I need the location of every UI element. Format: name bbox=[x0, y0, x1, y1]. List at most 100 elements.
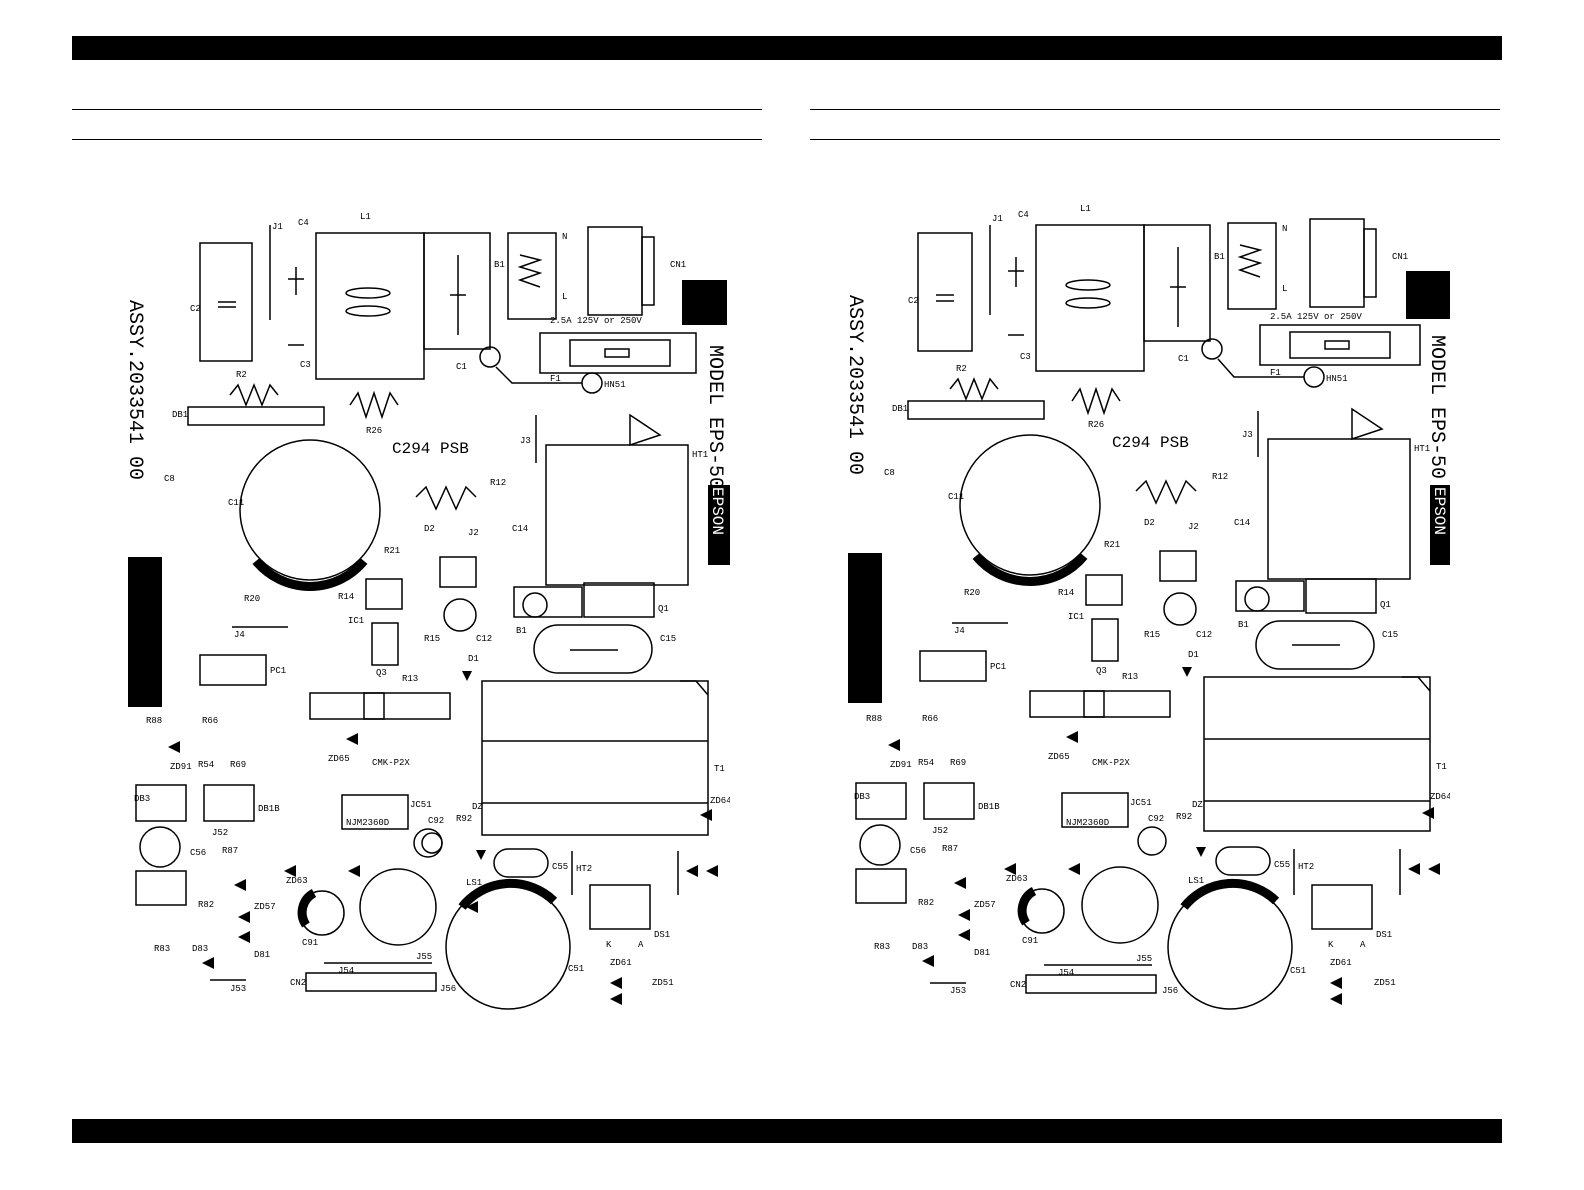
svg-text:F1: F1 bbox=[550, 374, 561, 384]
svg-text:R14: R14 bbox=[338, 592, 354, 602]
svg-text:R66: R66 bbox=[202, 716, 218, 726]
assy-label: ASSY.2033541 00 bbox=[123, 300, 146, 480]
svg-text:PC1: PC1 bbox=[270, 666, 286, 676]
svg-text:C11: C11 bbox=[228, 498, 244, 508]
svg-text:R2: R2 bbox=[236, 370, 247, 380]
svg-text:R54: R54 bbox=[198, 760, 214, 770]
svg-text:J56: J56 bbox=[1162, 986, 1178, 996]
cn2-connector bbox=[305, 972, 437, 992]
svg-text:JC51: JC51 bbox=[1130, 798, 1152, 808]
psb-board-layout-right: ASSY.2033541 00 MODEL EPS-50 EPSON C294 … bbox=[830, 195, 1450, 1025]
svg-text:J52: J52 bbox=[932, 826, 948, 836]
svg-text:CN2: CN2 bbox=[1010, 980, 1026, 990]
svg-text:D2: D2 bbox=[424, 524, 435, 534]
svg-text:Q1: Q1 bbox=[658, 604, 669, 614]
svg-text:J55: J55 bbox=[1136, 954, 1152, 964]
svg-text:HT2: HT2 bbox=[1298, 862, 1314, 872]
svg-text:R92: R92 bbox=[456, 814, 472, 824]
svg-text:C1: C1 bbox=[1178, 354, 1189, 364]
board-name: C294 PSB bbox=[392, 440, 469, 458]
svg-text:ZD51: ZD51 bbox=[652, 978, 674, 988]
svg-text:R82: R82 bbox=[198, 900, 214, 910]
svg-text:DB1B: DB1B bbox=[258, 804, 280, 814]
svg-text:C91: C91 bbox=[1022, 936, 1038, 946]
svg-text:J1: J1 bbox=[272, 222, 283, 232]
svg-text:J55: J55 bbox=[416, 952, 432, 962]
svg-text:D1: D1 bbox=[1188, 650, 1199, 660]
svg-text:C92: C92 bbox=[1148, 814, 1164, 824]
connector-c bbox=[309, 692, 451, 720]
svg-text:D2: D2 bbox=[1144, 518, 1155, 528]
svg-text:C12: C12 bbox=[476, 634, 492, 644]
svg-text:DB3: DB3 bbox=[854, 792, 870, 802]
cert-label: CMK-P2X bbox=[372, 758, 410, 768]
svg-text:IC1: IC1 bbox=[1068, 612, 1084, 622]
svg-text:J4: J4 bbox=[234, 630, 245, 640]
svg-text:D81: D81 bbox=[974, 948, 990, 958]
svg-text:CN1: CN1 bbox=[1392, 252, 1408, 262]
svg-text:IC1: IC1 bbox=[348, 616, 364, 626]
svg-text:R20: R20 bbox=[964, 588, 980, 598]
svg-text:J2: J2 bbox=[468, 528, 479, 538]
svg-text:J54: J54 bbox=[338, 966, 354, 976]
svg-text:C2: C2 bbox=[908, 296, 919, 306]
t1-transformer bbox=[481, 680, 709, 836]
svg-text:HT1: HT1 bbox=[1414, 444, 1430, 454]
brand-badge bbox=[1430, 485, 1450, 565]
svg-text:C92: C92 bbox=[428, 816, 444, 826]
svg-text:C14: C14 bbox=[512, 524, 528, 534]
svg-text:C51: C51 bbox=[1290, 966, 1306, 976]
svg-text:LS1: LS1 bbox=[466, 878, 482, 888]
model-label: MODEL EPS-50 bbox=[703, 345, 726, 489]
svg-text:C56: C56 bbox=[910, 846, 926, 856]
svg-text:K: K bbox=[606, 940, 612, 950]
left-title-rule-bottom bbox=[72, 139, 762, 140]
brand-label: EPSON bbox=[708, 487, 726, 535]
fuse-rating: 2.5A 125V or 250V bbox=[1270, 312, 1362, 322]
fuse-holder bbox=[539, 332, 697, 374]
svg-text:C11: C11 bbox=[948, 492, 964, 502]
svg-text:C55: C55 bbox=[552, 862, 568, 872]
svg-text:ZD65: ZD65 bbox=[328, 754, 350, 764]
svg-text:DZ: DZ bbox=[472, 802, 483, 812]
svg-text:R66: R66 bbox=[922, 714, 938, 724]
svg-text:C12: C12 bbox=[1196, 630, 1212, 640]
svg-text:C4: C4 bbox=[298, 218, 309, 228]
svg-text:R83: R83 bbox=[154, 944, 170, 954]
svg-text:R82: R82 bbox=[918, 898, 934, 908]
svg-text:A: A bbox=[1360, 940, 1366, 950]
svg-text:R21: R21 bbox=[384, 546, 400, 556]
db1-bar bbox=[187, 406, 325, 426]
svg-text:C14: C14 bbox=[1234, 518, 1250, 528]
block-black-side bbox=[848, 553, 882, 703]
svg-text:DB3: DB3 bbox=[134, 794, 150, 804]
svg-text:DS1: DS1 bbox=[654, 930, 670, 940]
cert-label: CMK-P2X bbox=[1092, 758, 1130, 768]
svg-text:JC51: JC51 bbox=[410, 800, 432, 810]
svg-text:R54: R54 bbox=[918, 758, 934, 768]
svg-text:D81: D81 bbox=[254, 950, 270, 960]
svg-text:K: K bbox=[1328, 940, 1334, 950]
svg-text:R69: R69 bbox=[950, 758, 966, 768]
svg-text:ZD51: ZD51 bbox=[1374, 978, 1396, 988]
svg-text:R15: R15 bbox=[424, 634, 440, 644]
svg-text:DB1: DB1 bbox=[172, 410, 188, 420]
svg-text:L1: L1 bbox=[360, 212, 371, 222]
svg-text:ZD64: ZD64 bbox=[1430, 792, 1450, 802]
svg-text:B1: B1 bbox=[494, 260, 505, 270]
svg-text:C8: C8 bbox=[884, 468, 895, 478]
svg-text:Q3: Q3 bbox=[1096, 666, 1107, 676]
svg-text:B1: B1 bbox=[1238, 620, 1249, 630]
svg-text:C55: C55 bbox=[1274, 860, 1290, 870]
svg-text:HT2: HT2 bbox=[576, 864, 592, 874]
svg-text:R21: R21 bbox=[1104, 540, 1120, 550]
ic-label: NJM2360D bbox=[1066, 818, 1109, 828]
svg-text:B1: B1 bbox=[1214, 252, 1225, 262]
svg-text:ZD57: ZD57 bbox=[974, 900, 996, 910]
svg-text:N: N bbox=[1282, 224, 1287, 234]
svg-text:Q1: Q1 bbox=[1380, 600, 1391, 610]
svg-text:ZD57: ZD57 bbox=[254, 902, 276, 912]
ht1-box bbox=[545, 444, 689, 586]
svg-text:R15: R15 bbox=[1144, 630, 1160, 640]
svg-text:DZ: DZ bbox=[1192, 800, 1203, 810]
